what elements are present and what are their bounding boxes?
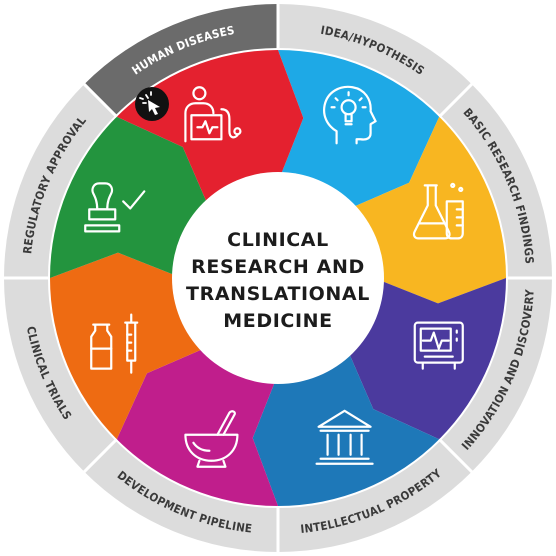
head-lightbulb-icon — [323, 85, 377, 145]
doctor-stethoscope-icon — [184, 86, 242, 143]
color-segment-clinical-trials[interactable] — [50, 252, 211, 440]
segment-separator — [81, 81, 118, 118]
ring-segment-clinical-trials[interactable] — [4, 278, 116, 472]
ring-segment-human-diseases[interactable] — [84, 4, 278, 116]
center-title-line-1: CLINICAL — [227, 229, 329, 251]
ring-segment-development-pipeline[interactable] — [84, 440, 278, 552]
segment-separator — [81, 438, 118, 475]
mortar-pestle-icon — [184, 410, 239, 468]
monitor-heartbeat-icon — [413, 321, 464, 370]
center-title-line-2: RESEARCH AND — [191, 256, 365, 278]
color-segment-innovation[interactable] — [345, 278, 506, 440]
center-hub — [172, 172, 384, 384]
flask-beaker-icon — [412, 182, 464, 240]
ring-segment-regulatory-approval[interactable] — [4, 84, 116, 278]
mouse-click-icon[interactable] — [135, 87, 169, 121]
center-title-line-3: TRANSLATIONAL — [186, 283, 370, 305]
ring-segment-innovation[interactable] — [440, 278, 552, 472]
color-segment-idea[interactable] — [278, 50, 440, 211]
color-segment-regulatory-approval[interactable] — [50, 116, 211, 278]
ring-segment-intellectual-property[interactable] — [278, 440, 472, 552]
ring-segment-basic-research[interactable] — [440, 84, 552, 278]
ring-segment-idea[interactable] — [278, 4, 472, 116]
segment-icons — [84, 85, 464, 468]
vial-syringe-icon — [90, 313, 139, 374]
center-title-line-4: MEDICINE — [223, 310, 332, 332]
color-segment-development-pipeline[interactable] — [116, 345, 278, 506]
stamp-check-icon — [84, 182, 146, 233]
outer-ring — [4, 4, 552, 552]
segment-separator — [438, 438, 475, 475]
segment-separator — [438, 81, 475, 118]
building-columns-icon — [315, 409, 374, 465]
